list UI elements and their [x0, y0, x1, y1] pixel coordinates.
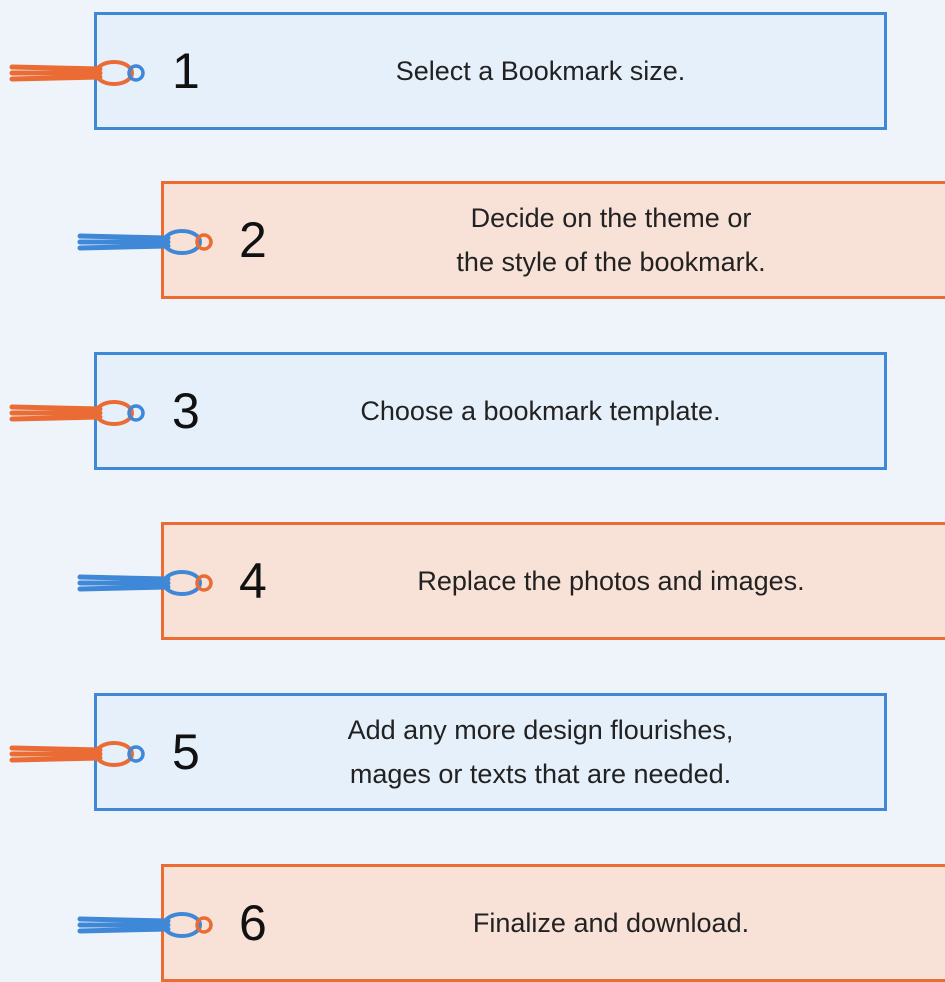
step-number: 6 — [239, 895, 267, 951]
step-text: Decide on the theme or the style of the … — [456, 203, 766, 277]
step-number: 3 — [172, 383, 200, 439]
step-1-bookmark: 1 Select a Bookmark size. — [94, 12, 887, 130]
orange-tassel-icon — [9, 400, 145, 426]
step-6-bookmark: 6 Finalize and download. — [161, 864, 945, 982]
step-number: 5 — [172, 724, 200, 780]
step-text: Replace the photos and images. — [417, 566, 805, 596]
blue-tassel-icon — [77, 912, 213, 938]
blue-tassel-icon — [77, 229, 213, 255]
step-4-bookmark: 4 Replace the photos and images. — [161, 522, 945, 640]
step-5-bookmark: 5 Add any more design flourishes, mages … — [94, 693, 887, 811]
step-text-wrap: Choose a bookmark template. — [217, 355, 864, 467]
orange-tassel-icon — [9, 741, 145, 767]
orange-tassel-icon — [9, 60, 145, 86]
step-text: Finalize and download. — [472, 908, 750, 938]
step-text-wrap: Add any more design flourishes, mages or… — [217, 696, 864, 808]
step-text-wrap: Select a Bookmark size. — [217, 15, 864, 127]
step-text-wrap: Replace the photos and images. — [304, 525, 918, 637]
step-text-wrap: Decide on the theme or the style of the … — [304, 184, 918, 296]
blue-tassel-icon — [77, 570, 213, 596]
step-number: 2 — [239, 212, 267, 268]
step-2-bookmark: 2 Decide on the theme or the style of th… — [161, 181, 945, 299]
step-number: 1 — [172, 43, 200, 99]
step-number: 4 — [239, 553, 267, 609]
step-3-bookmark: 3 Choose a bookmark template. — [94, 352, 887, 470]
step-text: Add any more design flourishes, mages or… — [347, 715, 734, 789]
step-text: Select a Bookmark size. — [395, 56, 686, 86]
step-text-wrap: Finalize and download. — [304, 867, 918, 979]
step-text: Choose a bookmark template. — [360, 396, 721, 426]
